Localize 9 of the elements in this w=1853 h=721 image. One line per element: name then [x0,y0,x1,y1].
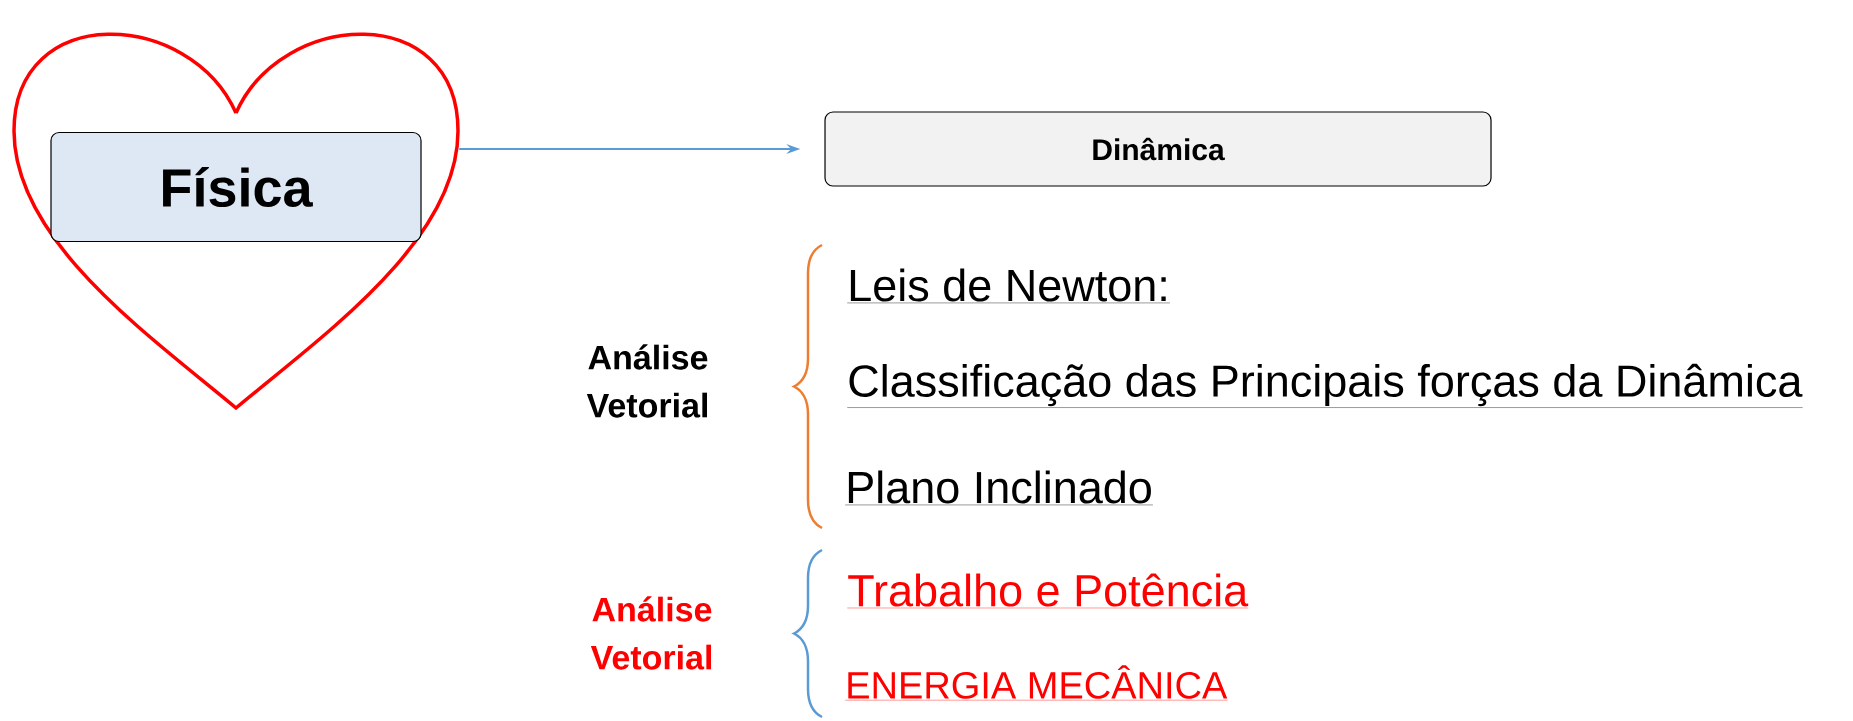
topic-box: Dinâmica [824,111,1492,187]
side-heading: Análise Vetorial [590,596,712,670]
underlined-text: Trabalho e Potência [847,573,1249,609]
underlined-text: Leis de Newton: [847,268,1171,304]
side-heading: Análise Vetorial [586,344,708,418]
underlined-text: Classificação das Principais forças da Dinâmica [847,363,1803,408]
underlined-text: Plano Inclinado [845,470,1154,506]
underlined-text: ENERGIA MECÂNICA [845,665,1228,701]
heart-shape [12,32,460,410]
